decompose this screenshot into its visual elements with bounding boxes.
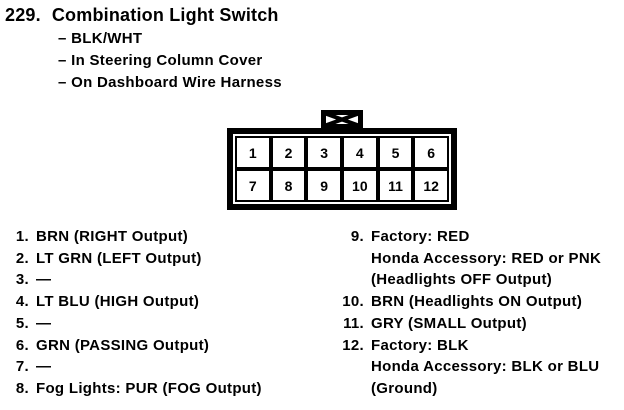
component-details: – BLK/WHT – In Steering Column Cover – O… bbox=[58, 28, 282, 94]
pin-label: LT BLU (HIGH Output) bbox=[36, 293, 200, 311]
pin-cell-5: 5 bbox=[377, 136, 414, 169]
pin-number: 7. bbox=[15, 358, 29, 376]
pin-number: 1. bbox=[15, 228, 29, 245]
pin-number: 3. bbox=[15, 271, 29, 289]
pin-cell-8: 8 bbox=[270, 169, 307, 202]
pin-label: Factory: BLK Honda Accessory: BLK or BLU… bbox=[371, 335, 599, 400]
pin-cell-6: 6 bbox=[413, 136, 449, 169]
pin-description-3: 3. — bbox=[13, 269, 262, 291]
pin-number: 6. bbox=[15, 336, 29, 354]
pin-label: LT GRN (LEFT Output) bbox=[36, 249, 202, 267]
pin-number: 10. bbox=[342, 293, 364, 311]
pin-label: BRN (RIGHT Output) bbox=[36, 228, 189, 245]
pin-description-8: 8. Fog Lights: PUR (FOG Output) bbox=[13, 378, 262, 400]
pin-cell-11: 11 bbox=[377, 169, 414, 202]
pin-description-2: 2. LT GRN (LEFT Output) bbox=[13, 248, 262, 270]
pin-label: — bbox=[36, 358, 52, 376]
detail-line: – BLK/WHT bbox=[58, 30, 143, 47]
pin-number: 8. bbox=[15, 379, 29, 397]
pin-cell-2: 2 bbox=[270, 136, 307, 169]
pin-number: 2. bbox=[15, 249, 29, 267]
pin-description-12: 12. Factory: BLK Honda Accessory: BLK or… bbox=[338, 335, 601, 400]
connector-pinout-diagram: 1 2 3 4 5 6 7 8 9 10 11 12 bbox=[227, 128, 457, 210]
section-title-text: Combination Light Switch bbox=[51, 5, 279, 25]
pin-cell-3: 3 bbox=[306, 136, 342, 169]
pin-description-4: 4. LT BLU (HIGH Output) bbox=[13, 291, 262, 313]
pin-label: BRN (Headlights ON Output) bbox=[371, 293, 583, 311]
pin-label-line: Honda Accessory: RED or PNK bbox=[371, 249, 602, 267]
pin-description-7: 7. — bbox=[13, 356, 262, 378]
pin-label: — bbox=[36, 314, 52, 332]
pin-cell-9: 9 bbox=[306, 169, 342, 202]
pin-cell-12: 12 bbox=[413, 169, 449, 202]
pin-cell-1: 1 bbox=[235, 136, 271, 169]
pin-description-5: 5. — bbox=[13, 313, 262, 335]
pin-label-line: Factory: BLK bbox=[371, 336, 469, 354]
section-number: 229. bbox=[5, 5, 41, 25]
pin-number: 9. bbox=[350, 228, 364, 245]
pin-description-6: 6. GRN (PASSING Output) bbox=[13, 335, 262, 357]
section-title: 229. Combination Light Switch bbox=[5, 4, 279, 26]
pin-description-list-left: 1. BRN (RIGHT Output) 2. LT GRN (LEFT Ou… bbox=[13, 226, 262, 400]
pin-description-1: 1. BRN (RIGHT Output) bbox=[13, 226, 262, 248]
pin-label: Fog Lights: PUR (FOG Output) bbox=[36, 379, 262, 397]
pin-number: 11. bbox=[343, 314, 364, 332]
pin-number: 5. bbox=[15, 314, 29, 332]
detail-line: – On Dashboard Wire Harness bbox=[58, 74, 282, 91]
pin-label: — bbox=[36, 271, 52, 289]
pin-label-line: Factory: RED bbox=[371, 228, 470, 245]
pin-description-9: 9. Factory: RED Honda Accessory: RED or … bbox=[338, 226, 601, 291]
pin-label-line: Honda Accessory: BLK or BLU bbox=[371, 358, 600, 376]
pin-cell-4: 4 bbox=[342, 136, 378, 169]
pin-cell-7: 7 bbox=[235, 169, 271, 202]
pin-label: GRY (SMALL Output) bbox=[371, 314, 527, 332]
pin-number: 12. bbox=[342, 336, 364, 354]
pin-label-line: (Headlights OFF Output) bbox=[371, 271, 553, 289]
pin-number: 4. bbox=[15, 293, 29, 311]
detail-line: – In Steering Column Cover bbox=[58, 52, 263, 69]
pin-label: Factory: RED Honda Accessory: RED or PNK… bbox=[371, 226, 601, 291]
pin-description-list-right: 9. Factory: RED Honda Accessory: RED or … bbox=[338, 226, 601, 400]
pin-label-line: (Ground) bbox=[371, 379, 438, 397]
pin-description-10: 10. BRN (Headlights ON Output) bbox=[338, 291, 601, 313]
pin-cell-10: 10 bbox=[342, 169, 378, 202]
pin-description-11: 11. GRY (SMALL Output) bbox=[338, 313, 601, 335]
locking-tab-icon bbox=[321, 110, 363, 129]
pin-label: GRN (PASSING Output) bbox=[36, 336, 210, 354]
